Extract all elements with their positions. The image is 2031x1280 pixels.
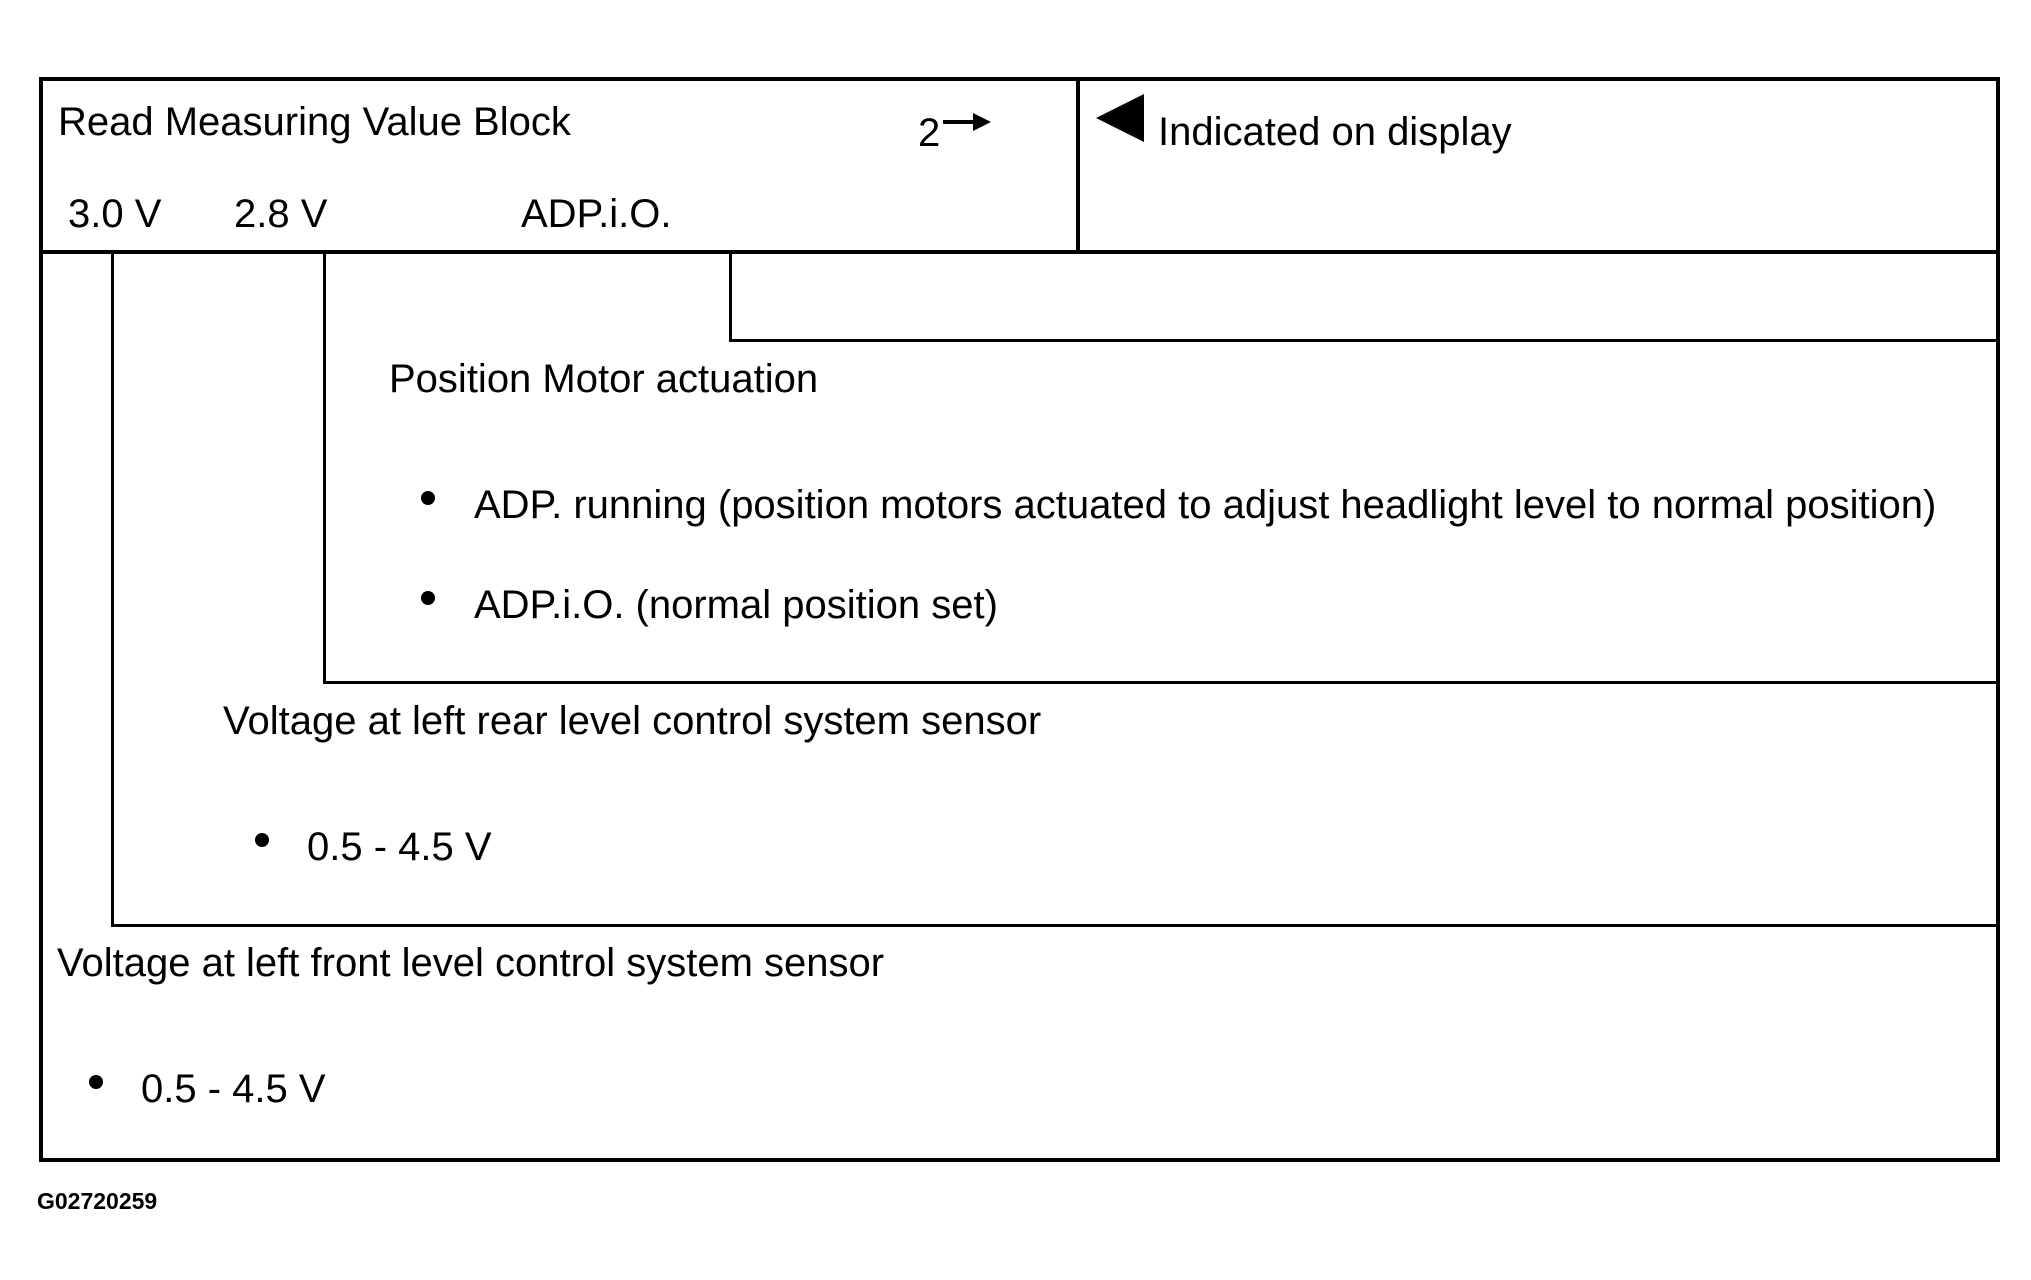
- position-motor-title: Position Motor actuation: [389, 357, 819, 401]
- left-rear-range: 0.5 - 4.5 V: [307, 825, 492, 869]
- connector-left-front-horizontal: [111, 924, 2000, 927]
- bullet: [421, 491, 435, 505]
- value-adp-status: ADP.i.O.: [521, 192, 672, 236]
- connector-left-front-vertical: [111, 254, 114, 926]
- connector-adp-horizontal: [729, 339, 2000, 342]
- outer-frame: [39, 77, 2000, 1162]
- left-rear-title: Voltage at left rear level control syste…: [223, 699, 1042, 743]
- figure-id: G02720259: [37, 1188, 158, 1214]
- bullet: [421, 591, 435, 605]
- value-left-front: 3.0 V: [68, 192, 162, 236]
- bullet: [255, 833, 269, 847]
- bullet: [89, 1075, 103, 1089]
- header-title: Read Measuring Value Block: [58, 100, 571, 144]
- indicator-text: Indicated on display: [1158, 110, 1512, 154]
- position-motor-item: ADP.i.O. (normal position set): [474, 583, 998, 627]
- right-arrow-icon: [943, 113, 991, 131]
- left-triangle-icon: [1096, 94, 1144, 142]
- page-number: 2: [918, 111, 941, 155]
- header-bottom-line: [39, 250, 2000, 254]
- connector-left-rear-horizontal: [323, 681, 2000, 684]
- header-divider-line: [1076, 77, 1080, 252]
- value-left-rear: 2.8 V: [234, 192, 328, 236]
- connector-adp-vertical: [729, 254, 732, 342]
- left-front-title: Voltage at left front level control syst…: [57, 941, 885, 985]
- position-motor-item: ADP. running (position motors actuated t…: [474, 483, 1937, 527]
- connector-left-rear-vertical: [323, 254, 326, 684]
- left-front-range: 0.5 - 4.5 V: [141, 1067, 326, 1111]
